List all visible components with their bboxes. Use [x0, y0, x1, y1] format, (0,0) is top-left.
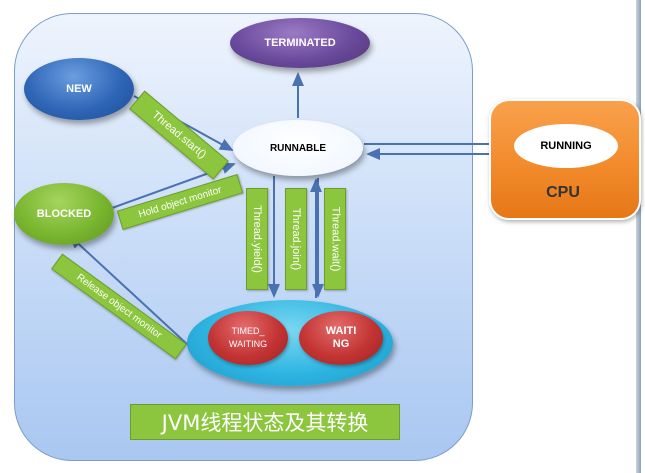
- state-runnable: RUNNABLE: [233, 120, 363, 176]
- cpu-label: CPU: [546, 184, 580, 201]
- label-thread-join-text: Thread.join(): [290, 207, 303, 271]
- label-thread-yield: Thread.yield(): [246, 188, 268, 290]
- label-thread-wait: Thread.wait(): [324, 188, 346, 290]
- state-timed-waiting: TIMED_ WAITING: [208, 311, 288, 365]
- state-running: RUNNING: [514, 124, 618, 168]
- state-blocked: BLOCKED: [14, 183, 114, 245]
- arrow-wait-blocked: [68, 234, 189, 346]
- state-terminated: TERMINATED: [230, 18, 370, 68]
- label-thread-join: Thread.join(): [285, 188, 307, 290]
- window-edge: [636, 0, 641, 473]
- state-waiting: WAITI NG: [299, 311, 383, 365]
- state-new: NEW: [24, 58, 134, 120]
- label-thread-yield-text: Thread.yield(): [251, 205, 264, 273]
- diagram-caption: JVM线程状态及其转换: [130, 404, 400, 440]
- label-thread-wait-text: Thread.wait(): [329, 206, 342, 272]
